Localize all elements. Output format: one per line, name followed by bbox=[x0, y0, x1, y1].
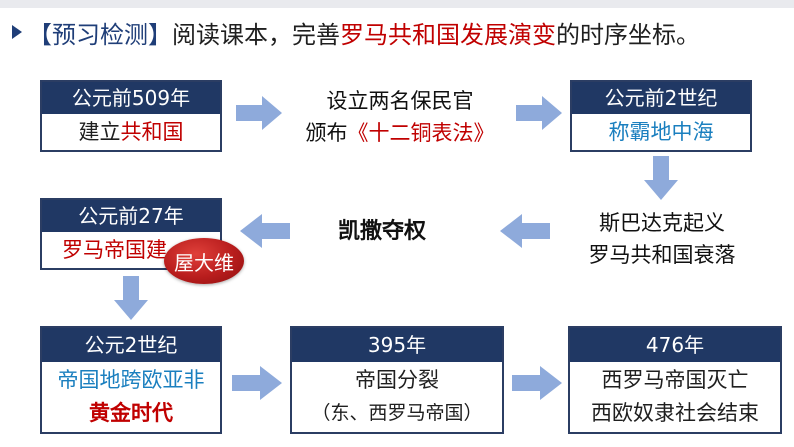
play-triangle-icon bbox=[12, 25, 22, 39]
title-bracket-close: 】 bbox=[148, 20, 172, 49]
box-27bc-header: 公元前27年 bbox=[42, 200, 220, 232]
title-text-b: 的时序坐标。 bbox=[556, 20, 700, 49]
box-476-body: 西罗马帝国灭亡 西欧奴隶社会结束 bbox=[591, 368, 759, 425]
arrow-right-3 bbox=[232, 366, 282, 400]
box-27bc: 公元前27年 罗马帝国建 bbox=[40, 198, 222, 270]
spartacus-line: 斯巴达克起义 bbox=[599, 211, 725, 235]
box-2c-bc-header: 公元前2世纪 bbox=[572, 82, 750, 114]
box-395: 395年 帝国分裂 （东、西罗马帝国） bbox=[290, 326, 504, 434]
arrow-right-4 bbox=[512, 366, 562, 400]
box-509bc: 公元前509年 建立共和国 bbox=[40, 80, 222, 152]
box-395-body: 帝国分裂 （东、西罗马帝国） bbox=[311, 368, 483, 424]
box-476: 476年 西罗马帝国灭亡 西欧奴隶社会结束 bbox=[568, 326, 782, 434]
title-text-a: 阅读课本，完善 bbox=[172, 20, 340, 49]
box-27bc-body: 罗马帝国建 bbox=[62, 238, 167, 262]
box-395-header: 395年 bbox=[292, 328, 502, 362]
twelve-tables-line: 颁布《十二铜表法》 bbox=[305, 120, 495, 145]
arrow-left-1 bbox=[500, 214, 550, 248]
box-2c-ad-body: 帝国地跨欧亚非 黄金时代 bbox=[57, 368, 205, 425]
arrow-right-1 bbox=[236, 96, 282, 130]
title-label: 预习检测 bbox=[52, 20, 148, 49]
spartacus-text: 斯巴达克起义 罗马共和国衰落 bbox=[562, 208, 762, 271]
box-2c-bc-body: 称霸地中海 bbox=[608, 120, 714, 144]
box-2c-ad: 公元2世纪 帝国地跨欧亚非 黄金时代 bbox=[40, 326, 222, 434]
title-text-red: 罗马共和国发展演变 bbox=[340, 20, 556, 49]
box-476-header: 476年 bbox=[570, 328, 780, 362]
title-bracket-open: 【 bbox=[28, 20, 52, 49]
arrow-down-1 bbox=[644, 156, 678, 200]
top-stripe bbox=[0, 0, 794, 8]
box-509bc-header: 公元前509年 bbox=[42, 82, 220, 114]
box-2c-bc: 公元前2世纪 称霸地中海 bbox=[570, 80, 752, 152]
octavian-badge: 屋大维 bbox=[164, 238, 244, 284]
box-509bc-body: 建立共和国 bbox=[78, 120, 184, 144]
tribunes-line: 设立两名保民官 bbox=[326, 89, 474, 113]
arrow-right-2 bbox=[516, 96, 562, 130]
arrow-down-2 bbox=[114, 276, 148, 320]
republic-decline-line: 罗马共和国衰落 bbox=[588, 242, 736, 267]
box-2c-ad-header: 公元2世纪 bbox=[42, 328, 220, 362]
page-title: 【 预习检测 】 阅读课本，完善 罗马共和国发展演变 的时序坐标。 bbox=[12, 12, 700, 52]
caesar-event: 凯撒夺权 bbox=[338, 219, 427, 244]
arrow-left-2 bbox=[240, 214, 290, 248]
reforms-text: 设立两名保民官 颁布《十二铜表法》 bbox=[295, 86, 505, 149]
